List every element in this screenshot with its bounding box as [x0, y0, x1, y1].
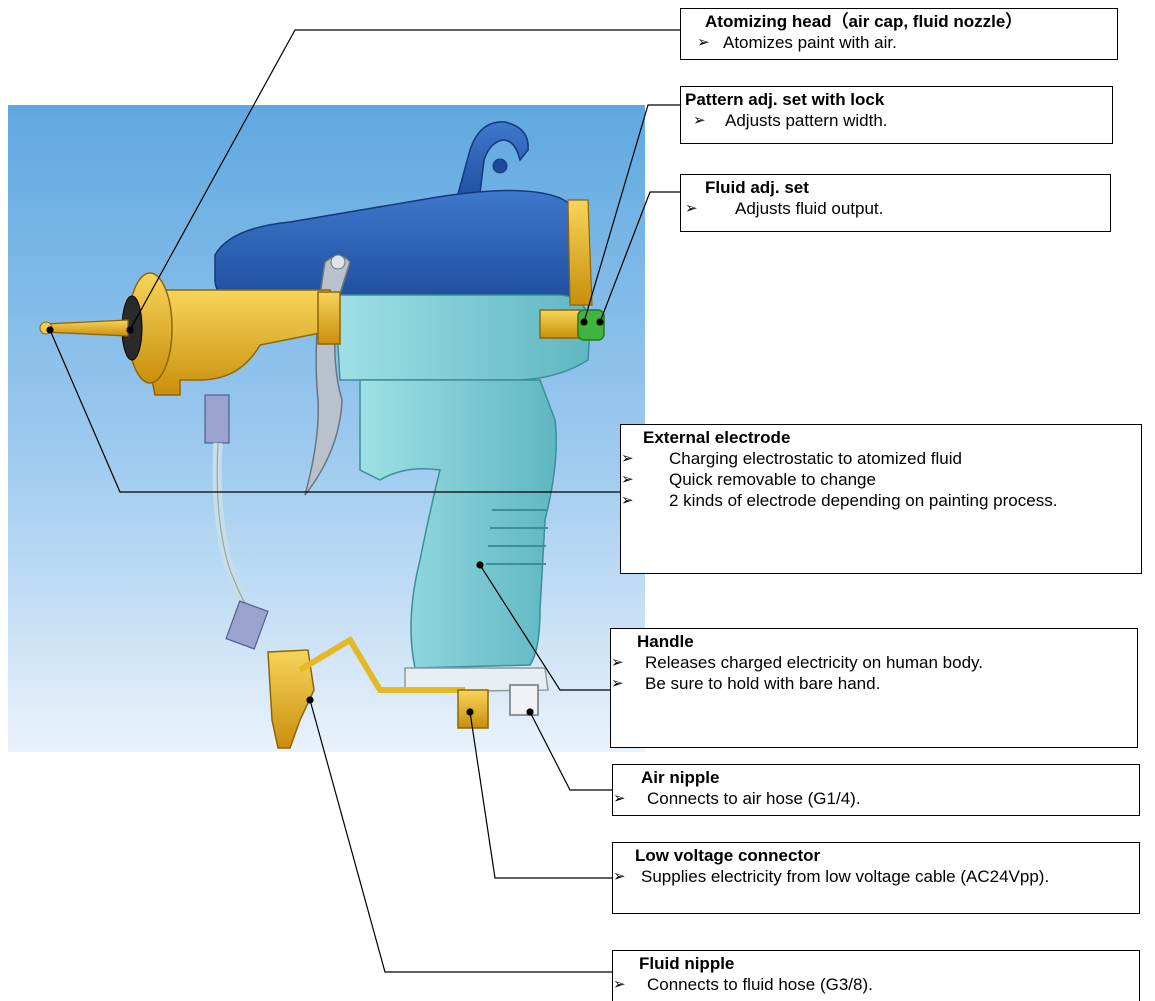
hose-fitting-top — [204, 394, 230, 444]
bullet-arrow-icon: ➢ — [613, 790, 626, 807]
leader-fluid-nipple — [309, 699, 612, 973]
callout-item: ➢Connects to air hose (G1/4). — [613, 789, 861, 808]
callout-item: ➢Adjusts pattern width. — [693, 111, 888, 130]
handle-grip-ribs — [486, 509, 548, 565]
bullet-arrow-icon: ➢ — [611, 675, 624, 692]
pattern-adj-knob — [539, 309, 581, 339]
leader-handle — [479, 564, 612, 691]
leader-external-electrode — [49, 329, 620, 493]
callout-title: Atomizing head（air cap, fluid nozzle） — [705, 12, 1023, 31]
callout-low-voltage-connector: Low voltage connector ➢Supplies electric… — [612, 842, 1140, 914]
callout-item: ➢Releases charged electricity on human b… — [611, 653, 983, 672]
callout-title: Air nipple — [641, 768, 720, 787]
leader-low-voltage — [469, 711, 612, 879]
callout-item: ➢2 kinds of electrode depending on paint… — [621, 491, 1058, 510]
callout-item: ➢Charging electrostatic to atomized flui… — [621, 449, 962, 468]
callout-title: Pattern adj. set with lock — [685, 90, 885, 109]
body-screw — [492, 158, 508, 174]
low-voltage-connector — [457, 689, 489, 729]
trigger-pivot — [330, 254, 346, 270]
callout-item: ➢Supplies electricity from low voltage c… — [613, 867, 1050, 886]
callout-pattern-adj: Pattern adj. set with lock ➢Adjusts patt… — [680, 86, 1113, 144]
brass-collar — [317, 291, 341, 345]
air-nipple — [509, 684, 539, 716]
callout-external-electrode: External electrode ➢Charging electrostat… — [620, 424, 1142, 574]
bullet-arrow-icon: ➢ — [613, 868, 626, 885]
trigger — [304, 255, 351, 496]
leader-lines — [46, 29, 680, 973]
callout-handle: Handle ➢Releases charged electricity on … — [610, 628, 1138, 748]
gun-handle — [359, 379, 557, 669]
leader-pattern-adj — [583, 104, 680, 323]
bullet-arrow-icon: ➢ — [697, 34, 710, 51]
callout-item: ➢Be sure to hold with bare hand. — [611, 674, 881, 693]
bullet-arrow-icon: ➢ — [693, 112, 706, 129]
callout-title: Fluid nipple — [639, 954, 735, 973]
rear-brass-column — [567, 199, 593, 306]
callout-title: Fluid adj. set — [705, 178, 809, 197]
leader-fluid-adj — [599, 191, 680, 323]
leader-air-nipple — [529, 711, 612, 791]
bullet-arrow-icon: ➢ — [621, 492, 634, 509]
callout-item: ➢Quick removable to change — [621, 470, 876, 489]
gun-hook — [454, 121, 529, 211]
callout-atomizing-head: Atomizing head（air cap, fluid nozzle） ➢A… — [680, 8, 1118, 60]
callout-fluid-adj: Fluid adj. set ➢Adjusts fluid output. — [680, 174, 1111, 232]
low-voltage-cable — [298, 635, 465, 693]
callout-item: ➢Atomizes paint with air. — [697, 33, 897, 52]
bullet-arrow-icon: ➢ — [621, 471, 634, 488]
bullet-arrow-icon: ➢ — [685, 200, 698, 217]
callout-title: External electrode — [643, 428, 791, 447]
callout-item: ➢Connects to fluid hose (G3/8). — [613, 975, 873, 994]
fluid-nipple — [267, 649, 315, 749]
callout-title: Handle — [637, 632, 694, 651]
bullet-arrow-icon: ➢ — [611, 654, 624, 671]
fluid-adj-green-knob — [577, 309, 605, 341]
callout-item: ➢Adjusts fluid output. — [685, 199, 884, 218]
leader-atomizing-head — [129, 29, 680, 331]
callout-title: Low voltage connector — [635, 846, 821, 865]
hose-fitting-bottom — [225, 600, 269, 650]
bullet-arrow-icon: ➢ — [621, 450, 634, 467]
callout-air-nipple: Air nipple ➢Connects to air hose (G1/4). — [612, 764, 1140, 816]
callout-fluid-nipple: Fluid nipple ➢Connects to fluid hose (G3… — [612, 950, 1140, 1001]
bullet-arrow-icon: ➢ — [613, 976, 626, 993]
